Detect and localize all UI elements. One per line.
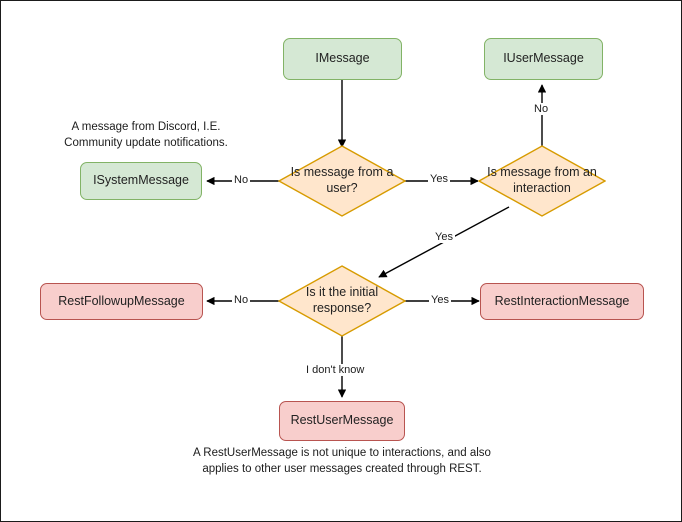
edge-label-yes-2-text: Yes [435, 231, 453, 243]
note-system-message: A message from Discord, I.E. Community u… [51, 119, 241, 152]
node-iusermessage[interactable]: IUserMessage [484, 38, 603, 80]
edge-label-no-1: No [232, 174, 251, 186]
diamond-shape [278, 145, 406, 217]
node-isystemmessage[interactable]: ISystemMessage [80, 162, 202, 200]
note-rest-user-message: A RestUserMessage is not unique to inter… [192, 445, 492, 478]
node-iusermessage-label: IUserMessage [503, 51, 584, 66]
diamond-shape [278, 265, 406, 337]
edge-label-no-1-text: No [234, 174, 249, 186]
edge-label-yes-2: Yes [433, 231, 455, 243]
edge-label-yes-1-text: Yes [430, 173, 448, 185]
node-restinteractionmessage[interactable]: RestInteractionMessage [480, 283, 644, 320]
note-rest-user-message-text: A RestUserMessage is not unique to inter… [193, 447, 491, 476]
node-is-message-from-a-user-label: Is message from a user? [290, 165, 394, 195]
note-system-message-text: A message from Discord, I.E. Community u… [64, 121, 228, 150]
node-isystemmessage-label: ISystemMessage [93, 173, 189, 188]
node-is-message-from-an-interaction-label: Is message from an interaction [487, 165, 597, 195]
node-imessage[interactable]: IMessage [283, 38, 402, 80]
node-restusermessage-label: RestUserMessage [290, 413, 394, 428]
edge-label-i-dont-know-text: I don't know [306, 364, 365, 376]
edge-label-no-2: No [532, 103, 551, 115]
node-imessage-label: IMessage [315, 51, 370, 66]
edge-label-yes-3-text: Yes [431, 294, 449, 306]
diamond-shape [478, 145, 606, 217]
edge-label-no-3-text: No [234, 294, 249, 306]
edge-label-yes-1: Yes [428, 173, 450, 185]
node-restusermessage[interactable]: RestUserMessage [279, 401, 405, 441]
node-restfollowupmessage[interactable]: RestFollowupMessage [40, 283, 203, 320]
node-is-message-from-a-user[interactable]: Is message from a user? [278, 145, 406, 217]
edge-label-yes-3: Yes [429, 294, 451, 306]
node-is-it-the-initial-response[interactable]: Is it the initial response? [278, 265, 406, 337]
edge-label-no-2-text: No [534, 103, 549, 115]
node-is-it-the-initial-response-label: Is it the initial response? [305, 285, 379, 315]
node-is-message-from-an-interaction[interactable]: Is message from an interaction [478, 145, 606, 217]
edge-label-no-3: No [232, 294, 251, 306]
node-restfollowupmessage-label: RestFollowupMessage [58, 293, 185, 308]
edge-label-i-dont-know: I don't know [304, 364, 367, 376]
node-restinteractionmessage-label: RestInteractionMessage [494, 293, 630, 308]
